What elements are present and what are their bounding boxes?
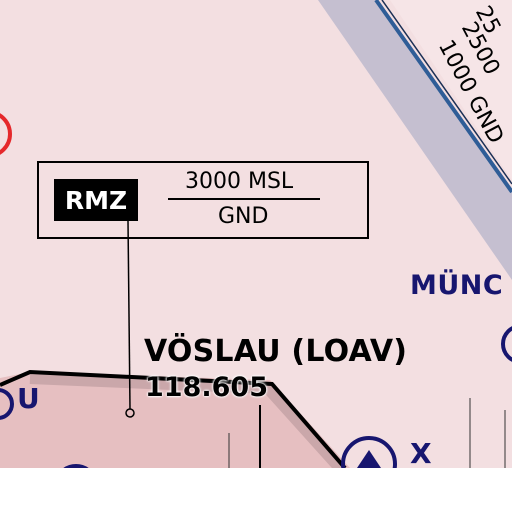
reporting-point-u-icon: [0, 388, 14, 420]
airport-name[interactable]: VÖSLAU (LOAV): [144, 334, 408, 369]
rmz-upper-limit: 3000 MSL: [185, 169, 294, 194]
restricted-area-marker: [0, 113, 12, 155]
chart-graphics: [0, 0, 512, 468]
corridor-inner: [390, 0, 512, 180]
corridor-boundary-dark: [381, 0, 512, 185]
reporting-point-x-triangle-icon: [357, 450, 381, 468]
reporting-point-x-icon: [341, 436, 397, 468]
aeronautical-chart[interactable]: RMZ 3000 MSL GND VÖSLAU (LOAV) 118.605 M…: [0, 0, 512, 468]
airport-position-dot: [125, 408, 135, 418]
reporting-point-u-label[interactable]: U: [17, 382, 40, 415]
rmz-box: [37, 161, 369, 239]
corridor-band: [318, 0, 512, 280]
reporting-point-partial-icon: [63, 464, 89, 468]
rmz-badge: RMZ: [54, 179, 138, 221]
airspace-shade: [0, 372, 350, 468]
airspace-shadow: [29, 372, 345, 468]
rmz-leader-line: [127, 220, 131, 410]
rmz-lower-limit: GND: [218, 204, 269, 229]
city-label: MÜNC: [410, 270, 504, 301]
airspace-boundary: [0, 369, 347, 468]
corridor-boundary-line: [374, 0, 512, 194]
airport-frequency: 118.605: [145, 372, 268, 403]
reporting-point-x-label[interactable]: X: [410, 437, 432, 468]
reporting-point-munich-icon: [501, 326, 512, 362]
